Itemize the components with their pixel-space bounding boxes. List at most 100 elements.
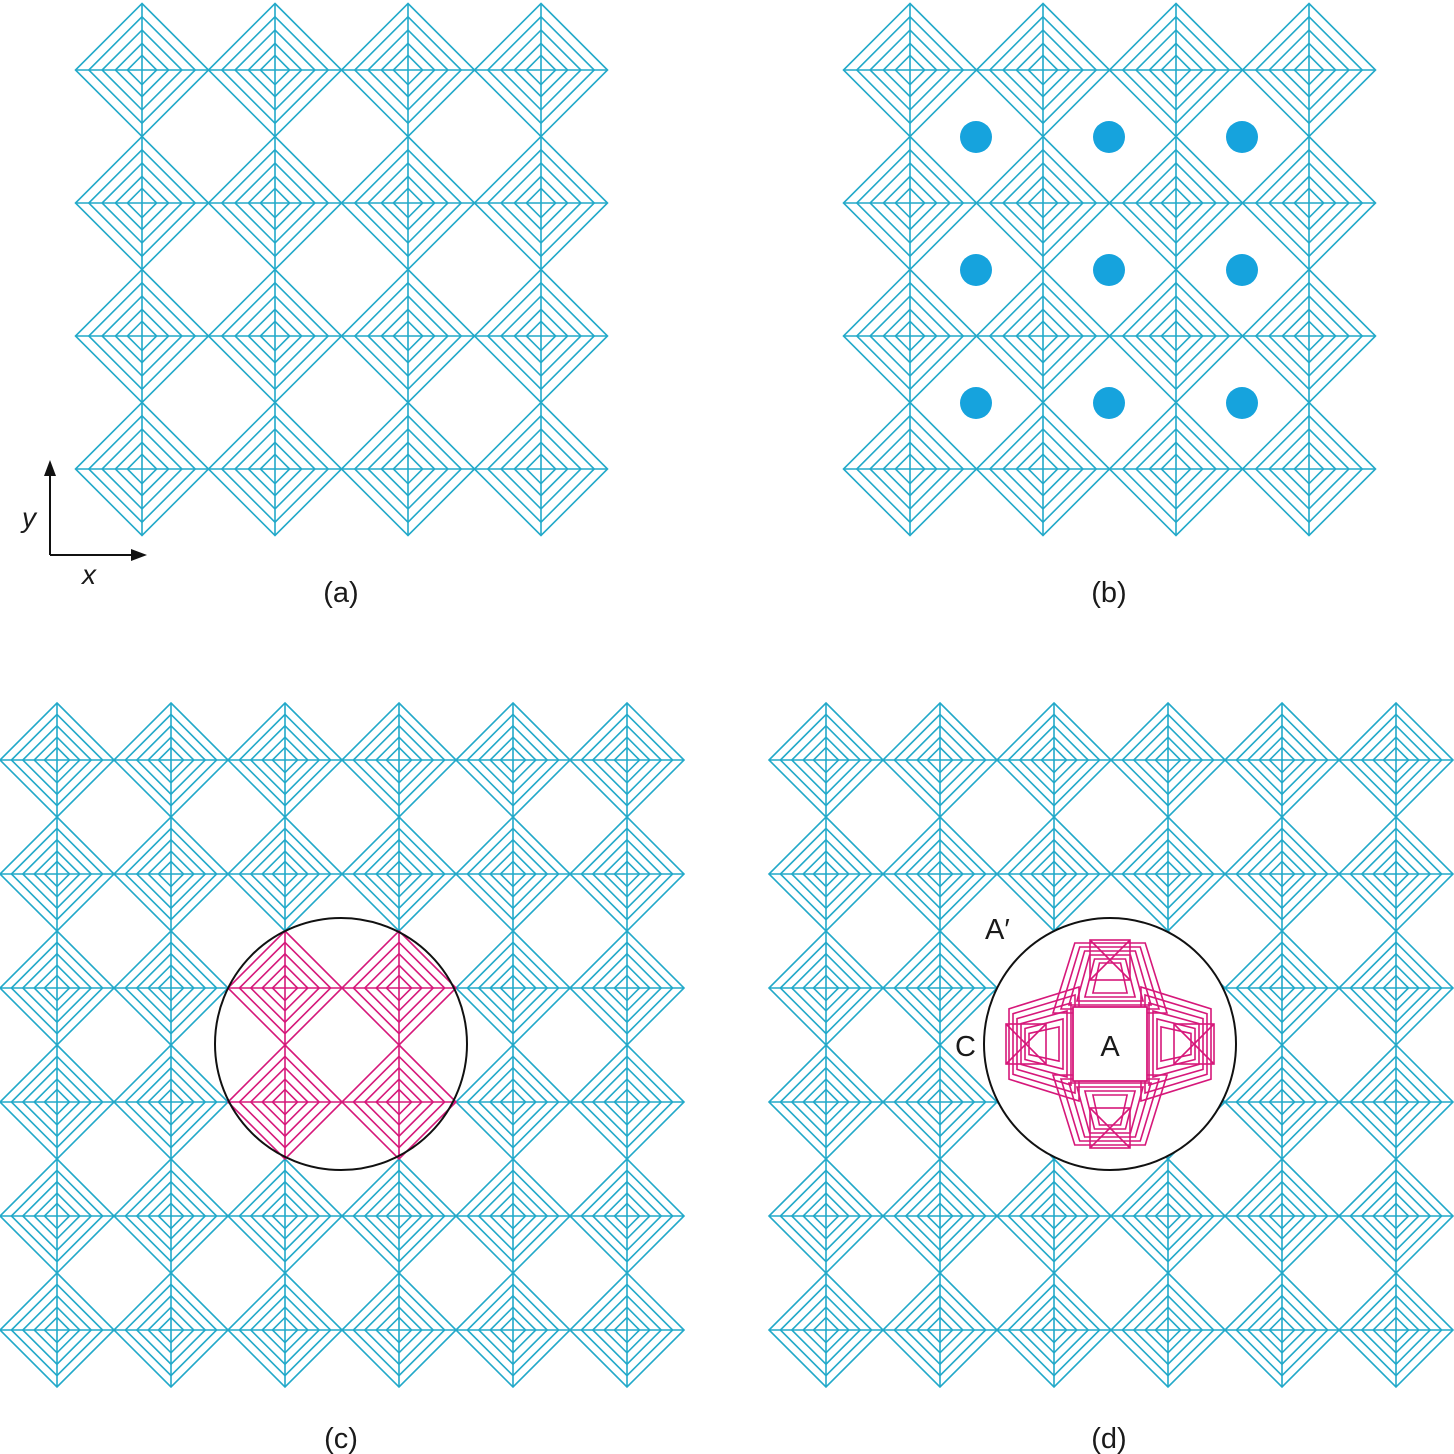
octahedron: [112, 701, 230, 819]
panel-a-caption: (a): [323, 577, 358, 609]
octahedron: [226, 1271, 344, 1389]
octahedron: [1109, 1271, 1227, 1389]
octahedron: [1241, 401, 1377, 537]
cation-dot: [1093, 387, 1125, 419]
octahedron: [881, 929, 999, 1047]
octahedron: [112, 1271, 230, 1389]
octahedron: [1241, 2, 1377, 138]
y-axis-arrowhead: [44, 460, 56, 476]
tilted-octahedron-edge: [1016, 1001, 1072, 1087]
tilted-octahedron: [1051, 1074, 1169, 1149]
octahedron: [0, 929, 116, 1047]
octahedron: [207, 135, 343, 271]
octahedron: [975, 401, 1111, 537]
octahedron: [226, 701, 344, 819]
highlighted-octahedron: [226, 1043, 344, 1161]
tilted-octahedron-edge: [1024, 1017, 1064, 1071]
octahedron: [1223, 1271, 1341, 1389]
octahedron: [0, 1157, 116, 1275]
cluster-circle: [983, 917, 1237, 1171]
octahedron: [1337, 815, 1454, 933]
octahedron: [568, 929, 686, 1047]
octahedron: [975, 2, 1111, 138]
octahedron: [0, 1043, 116, 1161]
octahedron: [454, 815, 572, 933]
octahedron: [1337, 1157, 1454, 1275]
octahedron: [454, 1043, 572, 1161]
tilted-octahedron-edge: [1083, 958, 1137, 998]
octahedron: [0, 815, 116, 933]
octahedron: [454, 1271, 572, 1389]
octahedron: [1337, 701, 1454, 819]
octahedron: [767, 1043, 885, 1161]
octahedron: [975, 268, 1111, 404]
octahedron: [340, 1157, 458, 1275]
octahedron: [881, 1043, 999, 1161]
octahedron: [767, 815, 885, 933]
octahedron: [340, 401, 476, 537]
octahedron: [473, 268, 609, 404]
octahedron: [0, 1271, 116, 1389]
panel-c-caption: (c): [324, 1423, 358, 1454]
octahedron: [1223, 1043, 1341, 1161]
octahedron: [340, 135, 476, 271]
octahedron: [473, 135, 609, 271]
octahedron: [1223, 815, 1341, 933]
octahedron: [340, 268, 476, 404]
octahedron: [995, 815, 1113, 933]
tilted-octahedron-diagonal: [1005, 1023, 1047, 1065]
octahedron: [74, 135, 210, 271]
octahedron: [1337, 1271, 1454, 1389]
panel-b-caption: (b): [1091, 577, 1126, 609]
octahedron: [995, 1157, 1113, 1275]
octahedron: [340, 701, 458, 819]
octahedron: [1108, 135, 1244, 271]
label-a-prime: A′: [985, 914, 1010, 946]
highlighted-octahedron: [340, 1043, 458, 1161]
tilted-octahedron-edge: [1156, 1017, 1196, 1071]
octahedron: [207, 401, 343, 537]
octahedron: [473, 2, 609, 138]
octahedron: [842, 268, 978, 404]
tilted-octahedron-apex: [1173, 1023, 1215, 1065]
tilted-octahedron-diagonal: [1089, 1107, 1131, 1149]
octahedron: [995, 701, 1113, 819]
octahedron: [226, 815, 344, 933]
octahedron: [767, 1157, 885, 1275]
panel-a-octahedra: [74, 2, 609, 537]
octahedron: [975, 135, 1111, 271]
label-c: C: [955, 1031, 976, 1063]
octahedron: [842, 401, 978, 537]
octahedron: [1109, 701, 1227, 819]
octahedron: [74, 268, 210, 404]
tilted-octahedron-diagonal: [1089, 939, 1131, 981]
cation-dot: [1226, 254, 1258, 286]
tilted-octahedron-edge: [1148, 1001, 1204, 1087]
cation-dot: [1093, 121, 1125, 153]
highlighted-octahedron: [226, 929, 344, 1047]
octahedron: [112, 1043, 230, 1161]
octahedron: [112, 815, 230, 933]
octahedron: [995, 1271, 1113, 1389]
label-a: A: [1100, 1031, 1120, 1063]
octahedron: [454, 701, 572, 819]
octahedron: [881, 701, 999, 819]
octahedron: [767, 929, 885, 1047]
y-axis-label: y: [20, 502, 38, 533]
octahedron: [1223, 1157, 1341, 1275]
cation-dot: [960, 121, 992, 153]
tilted-octahedron-edge: [1067, 950, 1153, 1006]
octahedron: [454, 929, 572, 1047]
octahedron: [568, 815, 686, 933]
cluster-circle: [214, 917, 468, 1171]
tilted-octahedron-apex: [1005, 1023, 1047, 1065]
axis-indicator: y x: [20, 460, 147, 590]
octahedron: [1337, 929, 1454, 1047]
octahedron: [1108, 2, 1244, 138]
cation-dot: [1226, 387, 1258, 419]
x-axis-arrowhead: [131, 549, 147, 561]
octahedron: [568, 1271, 686, 1389]
octahedron: [568, 1043, 686, 1161]
octahedron: [1337, 1043, 1454, 1161]
